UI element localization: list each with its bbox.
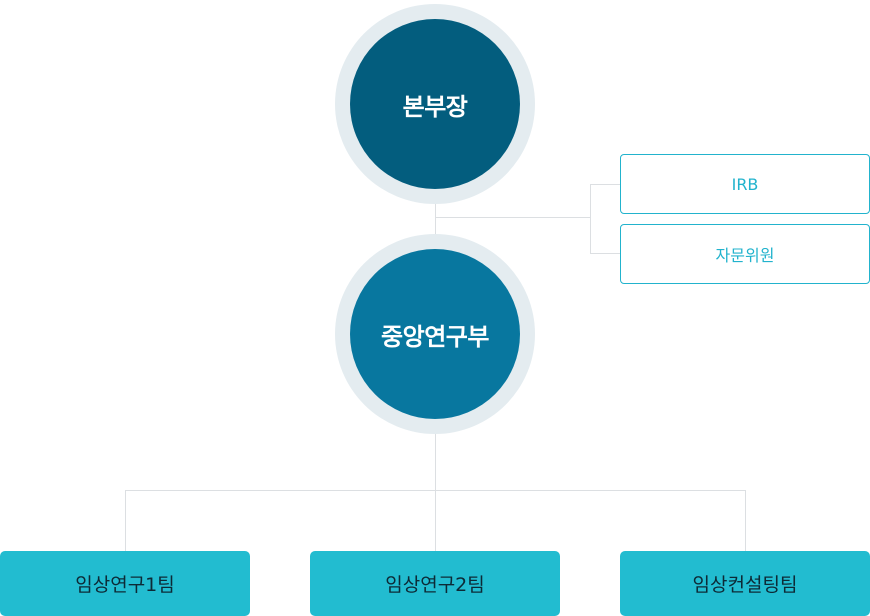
head-node: 본부장 (350, 19, 520, 189)
advisory-committee-label: 자문위원 (715, 246, 775, 265)
head-label: 본부장 (402, 92, 468, 121)
team-clinical-research-1: 임상연구1팀 (0, 551, 250, 616)
team-clinical-research-2: 임상연구2팀 (310, 551, 560, 616)
connector-advisory-vertical (590, 184, 591, 254)
connector-team-1 (125, 490, 126, 551)
connector-team-3 (745, 490, 746, 551)
team-2-label: 임상연구2팀 (385, 574, 485, 596)
connector-teams-horizontal (125, 490, 746, 491)
team-1-label: 임상연구1팀 (75, 574, 175, 596)
advisory-committee: 자문위원 (620, 224, 870, 284)
connector-advisory-irb (590, 184, 621, 185)
department-label: 중앙연구부 (381, 322, 489, 351)
connector-dept-to-teams (435, 420, 436, 551)
connector-head-to-dept (435, 200, 436, 240)
advisory-irb-label: IRB (731, 174, 759, 194)
team-clinical-consulting: 임상컨설팅팀 (620, 551, 870, 616)
team-3-label: 임상컨설팅팀 (692, 574, 798, 596)
advisory-irb: IRB (620, 154, 870, 214)
connector-to-advisory (435, 217, 590, 218)
department-node: 중앙연구부 (350, 249, 520, 419)
connector-advisory-committee (590, 253, 621, 254)
